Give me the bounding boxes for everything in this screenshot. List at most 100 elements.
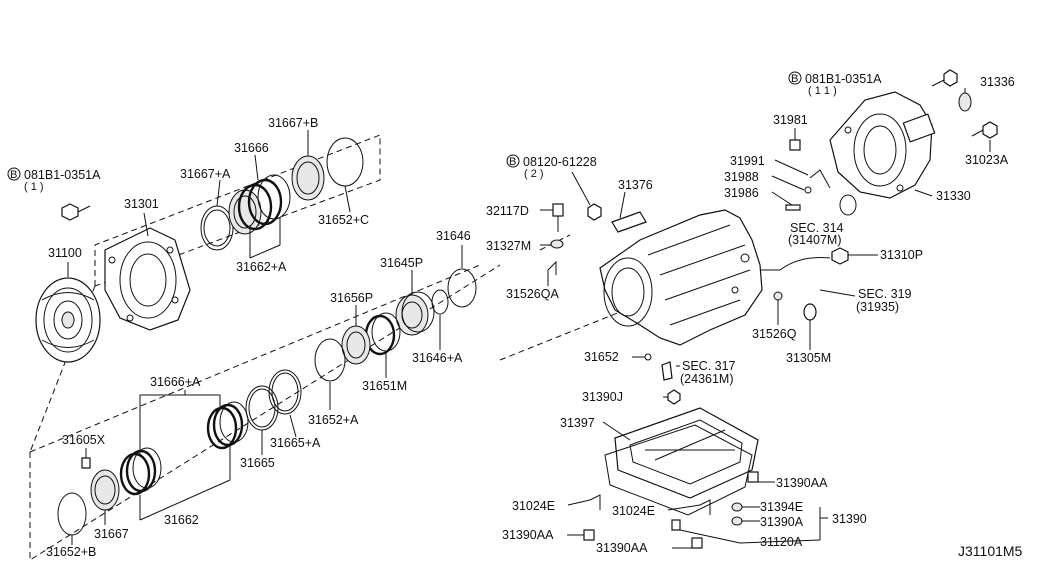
plug-31305m (803, 303, 817, 321)
bolt-left-part (61, 203, 91, 221)
label-bolt-a-qty: ( 1 ) (24, 181, 44, 193)
label-31397: 31397 (560, 416, 595, 430)
label-31652c: 31652+C (318, 213, 369, 227)
label-31652: 31652 (584, 350, 619, 364)
extension-housing-part (829, 91, 936, 199)
label-31656p: 31656P (330, 291, 373, 305)
label-31667b: 31667+B (268, 116, 318, 130)
converter-housing-part (104, 227, 191, 331)
sensor-31981 (789, 139, 801, 151)
plate-31665a (268, 369, 302, 415)
plug-31526q (773, 291, 783, 301)
bolt-08120 (587, 203, 602, 221)
label-bolt-c-qty: ( 2 ) (524, 168, 544, 180)
label-31100: 31100 (48, 246, 82, 260)
label-32117d: 32117D (486, 204, 529, 218)
label-31991: 31991 (730, 154, 765, 168)
piston-31651m (364, 312, 401, 356)
label-31662: 31662 (164, 513, 199, 527)
label-31390a: 31390A (760, 515, 804, 529)
sensor-31310p (779, 247, 849, 271)
label-31526qa: 31526QA (506, 287, 559, 301)
assembly-outline-lower (29, 264, 501, 561)
clutch-pack-31666 (228, 174, 291, 235)
label-31646a: 31646+A (412, 351, 463, 365)
bracket-31376 (611, 211, 647, 233)
snap-ring-31652a (314, 338, 346, 382)
label-31665: 31665 (240, 456, 275, 470)
snap-ring-31652b (57, 492, 87, 536)
label-bolt-c-code: 08120-61228 (523, 155, 597, 169)
seal-31336 (958, 92, 972, 112)
label-sec319: SEC. 319 (858, 287, 912, 301)
diagram-id: J31101M5 (958, 543, 1023, 559)
label-sec319-ref: (31935) (856, 300, 899, 314)
label-31376: 31376 (618, 178, 653, 192)
gasket-sec314 (839, 194, 857, 216)
label-31120a: 31120A (760, 535, 803, 549)
bolt-right-top (931, 69, 958, 87)
washers-31394e-31390a (731, 502, 743, 526)
label-31305m: 31305M (786, 351, 831, 365)
label-31330: 31330 (936, 189, 971, 203)
label-31024e-left: 31024E (512, 499, 555, 513)
clutch-pack-31662 (119, 447, 162, 496)
label-sec317: SEC. 317 (682, 359, 736, 373)
parts-31991-31986 (785, 169, 831, 211)
seal-31645p (395, 291, 435, 336)
transmission-case-part (599, 209, 763, 346)
label-sec314: SEC. 314 (790, 221, 844, 235)
plate-31667 (90, 469, 120, 511)
oil-pan-part (614, 407, 759, 499)
label-31327m: 31327M (486, 239, 531, 253)
circle-b-right: B (788, 71, 802, 85)
bolt-32117d (552, 203, 564, 232)
clutch-pack-31666a (206, 401, 249, 450)
label-31665a: 31665+A (270, 436, 321, 450)
label-31666: 31666 (234, 141, 269, 155)
plate-31665 (245, 385, 279, 431)
clips-31024e (589, 494, 711, 515)
svg-text:B: B (509, 156, 516, 168)
label-31646: 31646 (436, 229, 471, 243)
label-31390aa-right: 31390AA (776, 476, 828, 490)
label-31666a: 31666+A (150, 375, 201, 389)
circle-b-left: B (7, 167, 21, 181)
label-31394e: 31394E (760, 500, 803, 514)
label-bolt-b-qty: ( 1 1 ) (808, 85, 837, 97)
label-31310p: 31310P (880, 248, 923, 262)
label-sec317-ref: (24361M) (680, 372, 734, 386)
bolt-31023a (971, 121, 998, 139)
spring-31605x (81, 457, 91, 469)
clip-31526qa (547, 260, 557, 275)
label-bolt-b-code: 081B1-0351A (805, 72, 882, 86)
label-31336: 31336 (980, 75, 1015, 89)
label-31301: 31301 (124, 197, 159, 211)
label-31645p: 31645P (380, 256, 423, 270)
leader-lines (67, 88, 991, 549)
label-31390aa-left: 31390AA (502, 528, 554, 542)
label-31652b: 31652+B (46, 545, 96, 559)
washer-31327m (550, 239, 564, 249)
label-31023a: 31023A (965, 153, 1009, 167)
label-31605x: 31605X (62, 433, 106, 447)
connector-31652 (644, 353, 673, 381)
assembly-outline-upper (29, 134, 381, 453)
torque-converter-part (35, 277, 101, 363)
label-31652a: 31652+A (308, 413, 359, 427)
label-31390j: 31390J (582, 390, 623, 404)
oil-pan-gasket-31397 (604, 424, 753, 516)
svg-text:B: B (791, 73, 798, 85)
label-31390aa-center: 31390AA (596, 541, 648, 555)
label-sec314-ref: (31407M) (788, 233, 842, 247)
label-31024e-center: 31024E (612, 504, 655, 518)
label-31651m: 31651M (362, 379, 407, 393)
label-31667a: 31667+A (180, 167, 231, 181)
label-31667: 31667 (94, 527, 129, 541)
seal-31656p (341, 325, 371, 365)
label-31390: 31390 (832, 512, 867, 526)
label-31662a: 31662+A (236, 260, 287, 274)
circle-b-center: B (506, 154, 520, 168)
label-31981: 31981 (773, 113, 808, 127)
